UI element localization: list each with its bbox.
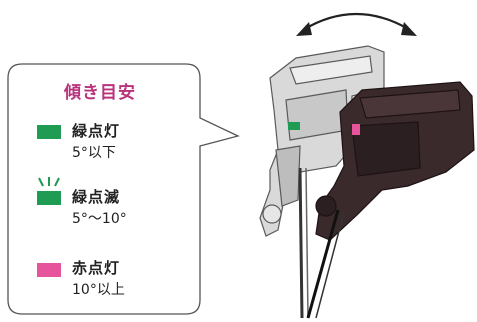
legend-item-sub: 5°以下 <box>72 145 116 161</box>
blink-rays-icon <box>38 177 60 187</box>
legend-item-label: 緑点滅 <box>72 188 121 206</box>
callout-bubble <box>7 63 240 315</box>
legend-item-sub: 5°～10° <box>72 211 127 227</box>
legend-title: 傾き目安 <box>64 83 136 103</box>
tilted-drill-illustration <box>306 81 475 319</box>
legend-item-label: 緑点灯 <box>72 122 121 140</box>
double-curved-arrow-icon <box>296 13 417 36</box>
green-blink-swatch <box>37 191 61 205</box>
legend-item-sub: 10°以上 <box>72 282 125 298</box>
pink-solid-swatch <box>37 263 61 277</box>
legend-item-label: 赤点灯 <box>72 259 121 277</box>
green-solid-swatch <box>37 125 61 139</box>
